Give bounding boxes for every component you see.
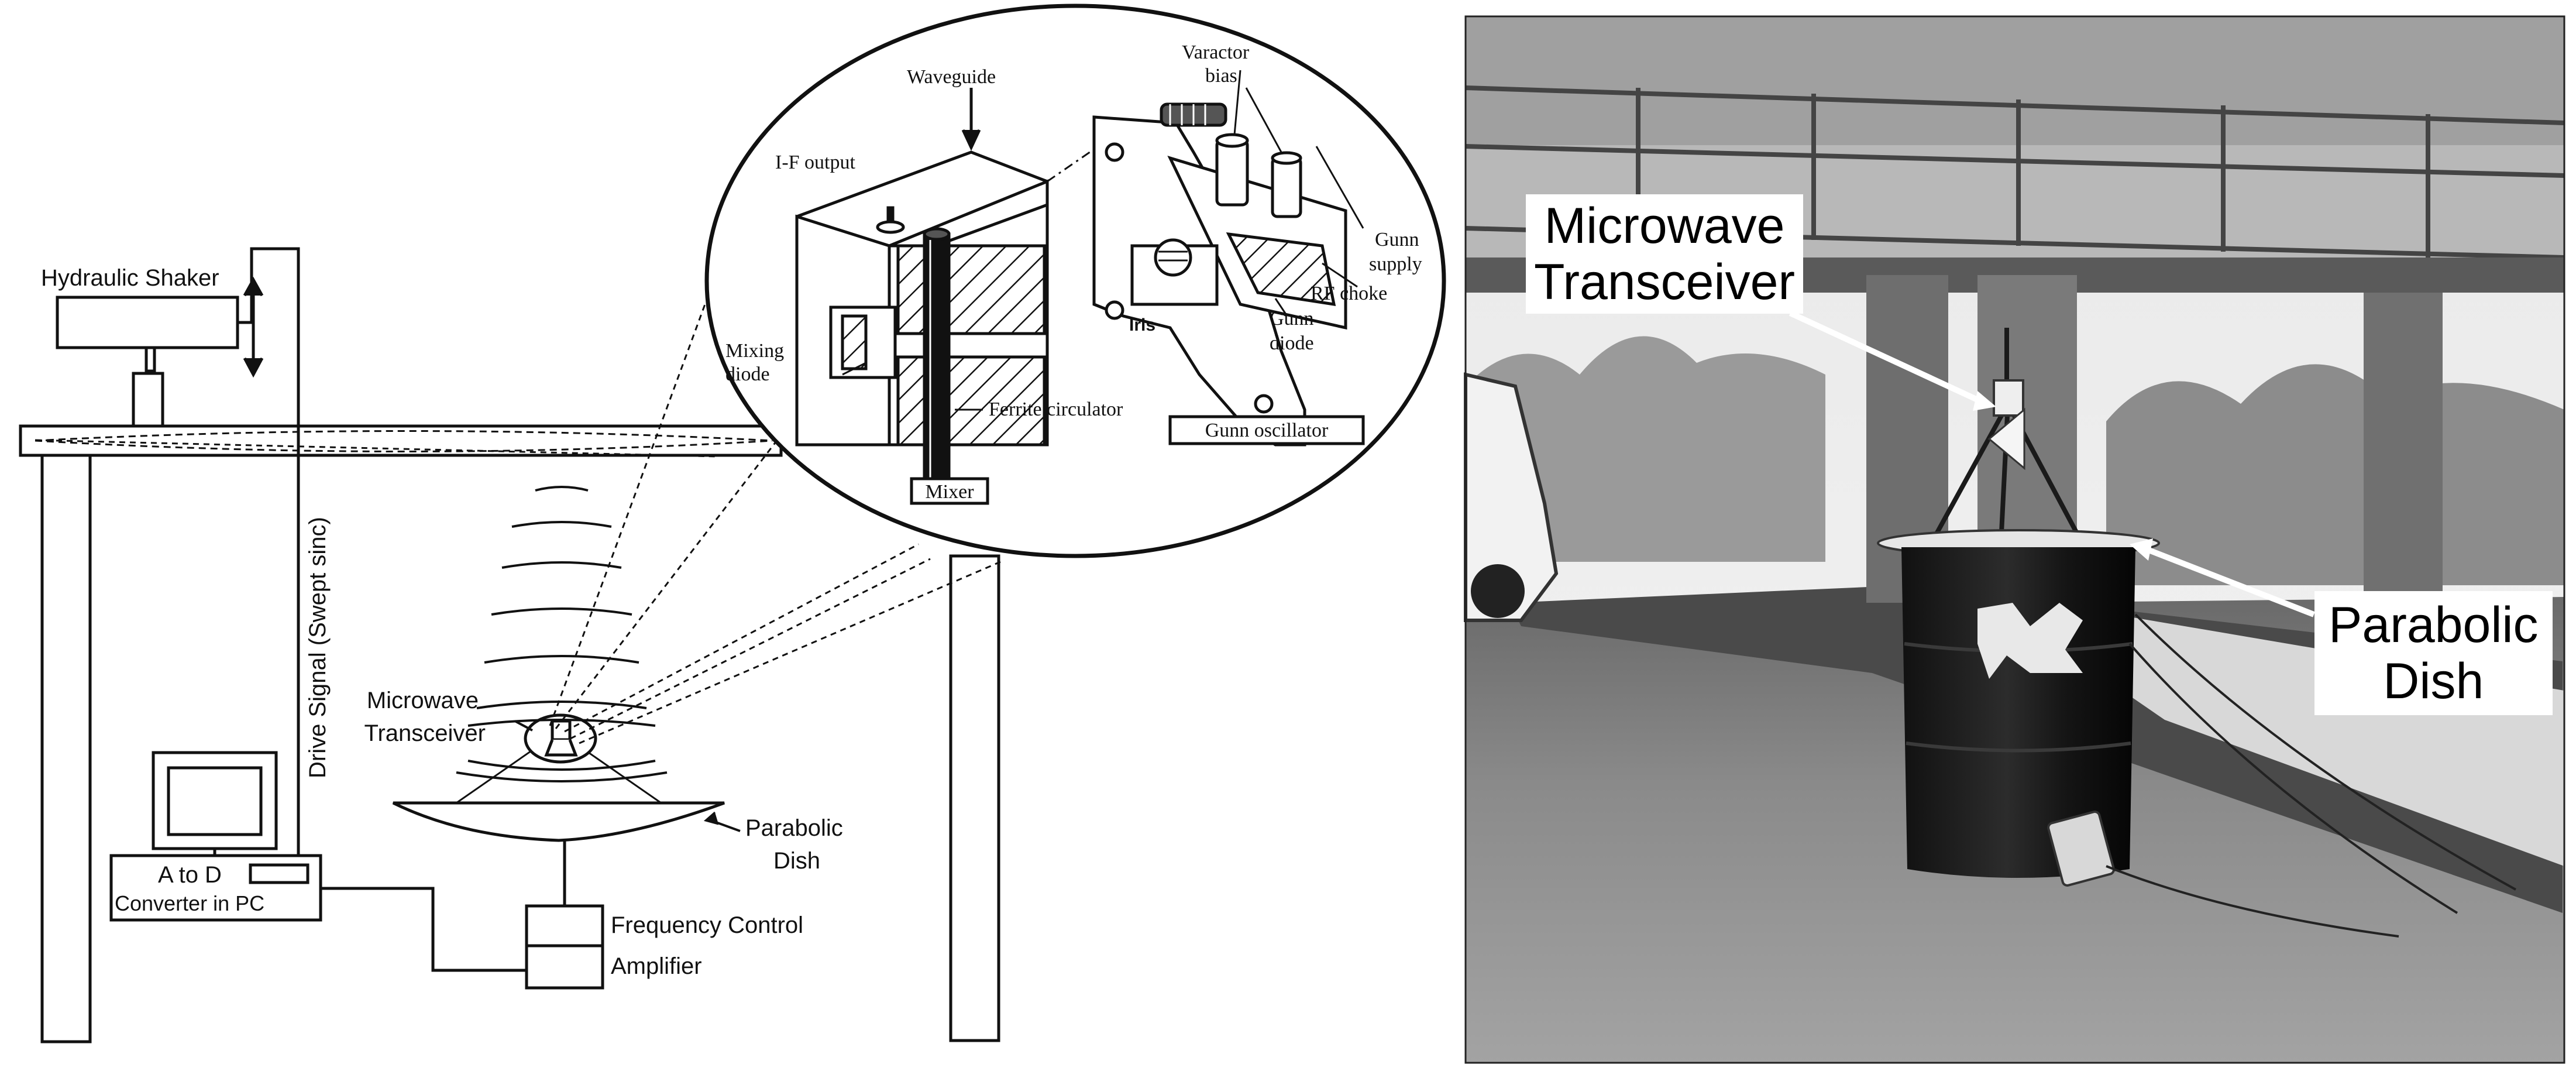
- inset-varactor-line2: bias: [1205, 65, 1237, 87]
- label-frequency-control: Frequency Control: [611, 912, 803, 938]
- inset-gunn-diode-line1: Gunn: [1270, 308, 1314, 329]
- photo-transceiver: [1993, 379, 2024, 417]
- schematic-panel: [19, 247, 1001, 1043]
- inset-if-output: I-F output: [775, 152, 856, 173]
- amplifier-box: [525, 944, 604, 990]
- hydraulic-shaker: [56, 296, 239, 349]
- inset-gunn-oscillator: Gunn oscillator: [1205, 420, 1329, 441]
- label-microwave-line2: Transceiver: [364, 720, 486, 746]
- photo-label-dish: Parabolic Dish: [2314, 591, 2553, 715]
- inset-gunn-diode-line2: diode: [1270, 332, 1314, 354]
- photo-label-transceiver-line1: Microwave: [1544, 198, 1785, 254]
- label-parabolic-line2: Dish: [773, 848, 820, 874]
- inset-iris: Iris: [1129, 315, 1155, 335]
- photo-label-transceiver: Microwave Transceiver: [1526, 194, 1804, 314]
- photo-label-dish-line2: Dish: [2383, 653, 2484, 709]
- mixer-block: [795, 150, 1049, 505]
- frequency-control-box: [525, 904, 604, 947]
- label-microwave-line1: Microwave: [367, 688, 479, 713]
- label-converter: Converter in PC: [115, 891, 264, 915]
- label-parabolic-line1: Parabolic: [745, 815, 843, 841]
- inset-gunn-supply-line2: supply: [1369, 253, 1422, 275]
- inset-mixing-line2: diode: [725, 363, 770, 385]
- inset-ferrite: Ferrite circulator: [989, 399, 1123, 420]
- right-pier: [949, 554, 1000, 1042]
- inset-varactor-line1: Varactor: [1182, 42, 1250, 63]
- pc-drive-slot: [249, 863, 309, 884]
- inset-mixer: Mixer: [925, 481, 974, 503]
- label-drive-signal: Drive Signal (Swept sinc): [305, 517, 331, 778]
- shaker-post: [132, 372, 164, 428]
- photo-label-dish-line1: Parabolic: [2329, 597, 2539, 653]
- inset-rf-choke: RF choke: [1311, 283, 1387, 304]
- label-a-to-d: A to D: [158, 862, 222, 888]
- photo-label-transceiver-line2: Transceiver: [1534, 254, 1796, 310]
- component-inset: [704, 4, 1446, 558]
- ferrite-rod: [923, 232, 951, 493]
- left-pier: [40, 454, 92, 1043]
- inset-waveguide: Waveguide: [907, 66, 996, 88]
- gunn-oscillator: [1092, 102, 1365, 447]
- label-hydraulic-shaker: Hydraulic Shaker: [41, 265, 219, 291]
- photo-pier-right: [2364, 293, 2443, 597]
- photo-meter: [2047, 811, 2115, 887]
- mixer-label-box: [910, 477, 989, 505]
- inset-mixing-line1: Mixing: [725, 340, 784, 362]
- inset-gunn-supply-line1: Gunn: [1375, 229, 1419, 250]
- label-amplifier: Amplifier: [611, 953, 702, 979]
- parabolic-dish: [392, 801, 725, 842]
- gunn-oscillator-label-box: [1168, 415, 1365, 445]
- field-photo: [1464, 15, 2565, 1064]
